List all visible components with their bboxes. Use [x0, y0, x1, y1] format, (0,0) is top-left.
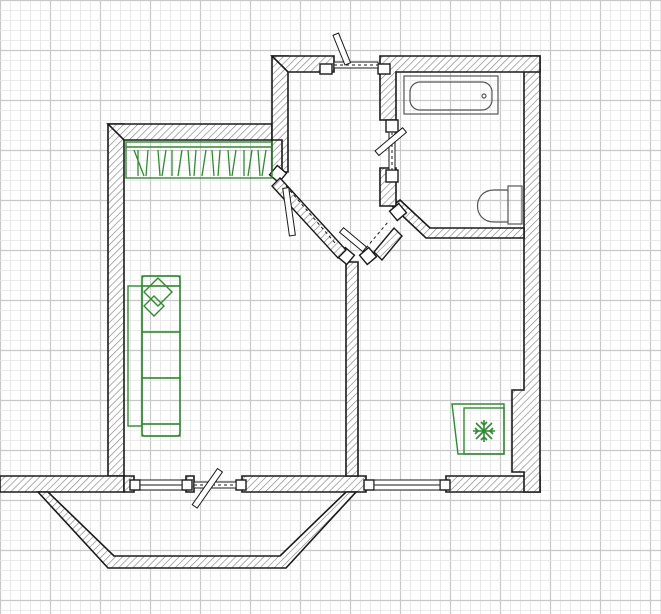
- wall-south-right: [241, 475, 367, 493]
- walls: [0, 55, 541, 493]
- wall-east: [511, 55, 541, 493]
- hall-to-living-door: [282, 185, 337, 245]
- wall-living-north: [106, 123, 273, 141]
- wall-hall-north-right: [379, 55, 541, 121]
- entrance-door: [332, 32, 379, 69]
- snowflake-icon: [451, 403, 505, 455]
- balcony-door: [191, 467, 237, 509]
- wardrobe-icon: [125, 141, 273, 179]
- kitchen-window: [373, 479, 441, 491]
- wall-bathroom-south: [390, 198, 525, 239]
- toilet-icon: [477, 185, 523, 225]
- sofa-icon: [127, 275, 181, 437]
- doors: [191, 32, 408, 509]
- balcony-wall: [36, 491, 358, 569]
- wall-partition: [345, 261, 359, 477]
- balcony: [36, 491, 358, 569]
- wall-hall-north-left: [270, 55, 335, 73]
- windows: [139, 479, 441, 491]
- living-room-window: [139, 479, 183, 491]
- bathtub-icon: [403, 75, 499, 115]
- wall-balcony-stub-west: [0, 475, 125, 493]
- wall-living-west: [107, 123, 125, 477]
- hall-to-kitchen-door: [338, 221, 389, 253]
- hall-to-bathroom-door: [374, 127, 408, 171]
